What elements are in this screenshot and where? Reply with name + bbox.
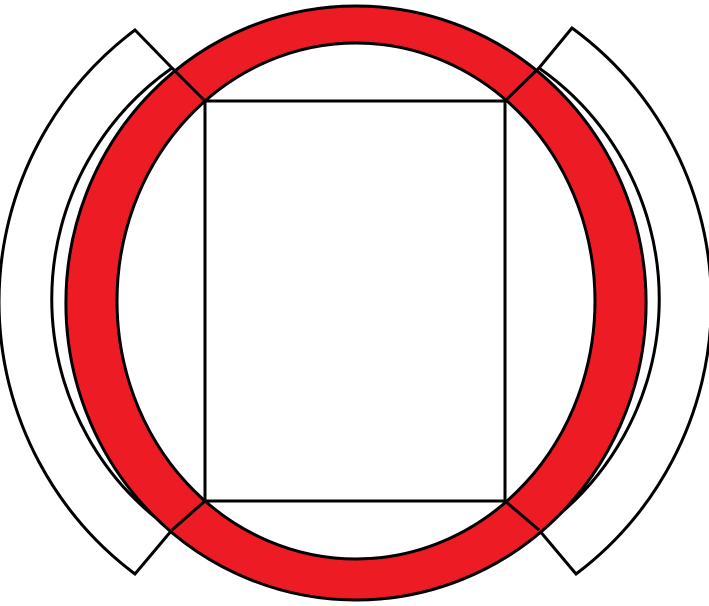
left-arc-band	[0, 28, 175, 577]
right-arc-band	[536, 25, 709, 577]
inscribed-rectangle	[203, 99, 507, 503]
connector-top-left	[170, 66, 207, 103]
connector-top-right	[503, 66, 541, 103]
connector-bottom-right	[504, 499, 540, 532]
red-ring	[64, 4, 648, 602]
connector-bottom-left	[171, 499, 206, 532]
